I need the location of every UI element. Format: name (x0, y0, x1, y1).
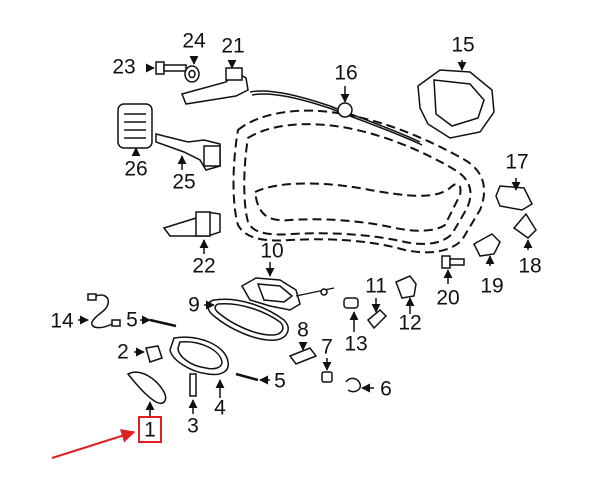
highlight-arrow (51, 429, 136, 459)
rod-bracket-part-21 (180, 59, 249, 105)
callout-2: 2 (117, 340, 129, 364)
callout-18: 18 (518, 254, 542, 278)
trim-part-17 (495, 178, 533, 211)
clip-part-11 (366, 298, 388, 330)
callout-9: 9 (188, 293, 200, 317)
clip-part-18 (512, 212, 537, 250)
pin-part-3 (188, 373, 198, 414)
gasket-part-9 (204, 298, 289, 341)
callout-3: 3 (187, 414, 199, 438)
harness-part-25 (155, 133, 221, 171)
callout-22: 22 (192, 254, 216, 278)
callout-20: 20 (436, 286, 460, 310)
cap-part-2 (134, 345, 163, 363)
callout-5-lower: 5 (274, 369, 286, 393)
callout-1: 1 (144, 418, 156, 442)
latch-part-10 (240, 262, 335, 311)
callout-6: 6 (380, 377, 392, 401)
screw-part-20 (441, 255, 465, 284)
rod-part-5-upper (140, 315, 177, 328)
handle-base-part-4 (169, 336, 229, 398)
callout-21: 21 (221, 34, 245, 58)
callout-16: 16 (334, 61, 358, 85)
callout-10: 10 (260, 239, 284, 263)
connector-part-12 (395, 275, 417, 314)
callout-15: 15 (451, 33, 475, 57)
callout-14: 14 (50, 309, 74, 333)
callout-12: 12 (398, 311, 422, 335)
callout-8: 8 (297, 318, 309, 342)
link-part-22 (162, 211, 221, 254)
cable-part-16 (249, 86, 423, 146)
highlight-box-part-1 (138, 416, 162, 443)
callout-23: 23 (112, 55, 136, 79)
washer-part-24 (184, 55, 200, 83)
rod-part-8 (288, 341, 318, 365)
callout-5-upper: 5 (126, 308, 138, 332)
pin-part-13 (343, 297, 359, 332)
callout-11: 11 (365, 274, 387, 298)
cable-part-14 (78, 293, 121, 329)
callout-19: 19 (480, 274, 504, 298)
outer-handle-part-1 (126, 371, 167, 416)
callout-26: 26 (124, 157, 148, 181)
lock-actuator-part-15 (417, 60, 495, 139)
callout-4: 4 (214, 396, 226, 420)
callout-13: 13 (344, 332, 368, 356)
spring-part-6 (345, 377, 374, 393)
callout-25: 25 (172, 170, 196, 194)
callout-7: 7 (321, 335, 333, 359)
callout-24: 24 (182, 29, 206, 53)
callout-17: 17 (505, 150, 529, 174)
rod-part-5-lower (235, 372, 270, 385)
bushing-part-7 (321, 358, 333, 383)
bolt-part-23 (145, 61, 187, 75)
boot-part-26 (117, 103, 153, 157)
bracket-part-19 (473, 233, 501, 266)
